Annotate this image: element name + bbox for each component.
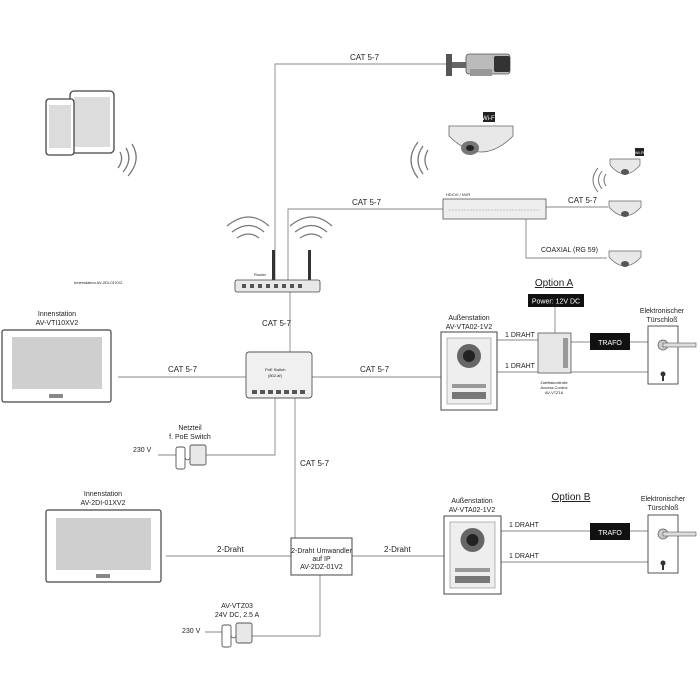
monitor-bottom-device [45,509,162,583]
cable-label: CAT 5-7 [262,319,292,328]
wifi-signal-icon [410,141,429,179]
psu-converter-title: AV-VTZ03 [221,603,253,610]
dome-camera-small-icon: Wi-Fi [609,148,644,175]
lock-a-subtitle: Türschloß [646,317,677,324]
lock-b-title: Elektronischer [641,496,686,503]
monitor-bottom-model: AV-2DI-01XV2 [80,500,125,507]
wifi-badge-label: Wi-Fi [635,150,644,155]
line-converter-psu [242,575,321,637]
converter-model: AV-2DZ-01V2 [300,564,343,571]
cable-label: CAT 5-7 [168,365,198,374]
poe-switch-standard: (802.af) [268,373,282,378]
psu-poe-subtitle: f. PoE Switch [169,434,211,441]
door-station-bottom-device [443,515,502,595]
voltage-label-bottom: 230 V [182,628,201,635]
dome-camera-small-icon [608,200,642,217]
monitor-top-model: AV-VTI10XV2 [36,320,79,327]
cable-label: 2-Draht [384,545,411,554]
power-dc-label: Power: 12V DC [532,299,580,306]
cable-label: CAT 5-7 [352,198,382,207]
tablet-icon [45,90,115,156]
converter-subtitle: auf IP [312,556,331,563]
line-router-nvr [287,208,443,280]
cable-label: CAT 5-7 [568,196,598,205]
power-supply-icon [175,444,207,470]
converter-device [290,537,353,576]
poe-switch-label: PoE Switch [265,367,285,372]
monitor-top-device [1,329,112,403]
door-lock-icon [647,325,697,385]
wifi-signal-icon [226,216,333,239]
poe-switch-device [245,351,313,399]
option-b-heading: Option B [552,492,591,503]
access-control-title: Zutrittskontrolle [540,380,568,385]
trafo-b-label: TRAFO [598,530,622,537]
cable-label: 1 DRAHT [509,553,540,560]
converter-title: 2-Draht Umwandler [291,548,352,555]
cable-label: 1 DRAHT [505,332,536,339]
option-a-heading: Option A [535,278,574,289]
line-router-camera [274,63,446,280]
nvr-device [442,198,547,220]
wifi-signal-icon [592,167,607,193]
monitor-bottom-title: Innenstation [84,491,122,498]
door-station-top-device [440,331,498,411]
dome-camera-small-icon [608,250,642,267]
cable-label: 2-Draht [217,545,244,554]
trafo-b-box [590,523,630,540]
access-control-subtitle: Access Control [541,385,568,390]
lock-b-subtitle: Türschloß [647,505,678,512]
nvr-label: HDCVI / NVR [446,192,470,197]
lock-a-title: Elektronischer [640,308,685,315]
door-bottom-model: AV-VTA02-1V2 [449,507,496,514]
door-top-title: Außenstation [448,315,489,322]
wifi-signal-icon [117,143,137,177]
router-device [234,250,321,293]
access-control-device [537,332,572,374]
cable-label: CAT 5-7 [300,459,330,468]
line-switch-psu [206,398,276,456]
router-label: Router [254,272,267,277]
cable-label: COAXIAL (RG 59) [541,247,598,254]
access-control-model: AV-VTZ16 [545,390,564,395]
wifi-badge-label: Wi-Fi [482,116,496,122]
line-coaxial [525,219,607,259]
voltage-label-top: 230 V [133,447,152,454]
router-note: Innenstation AV-2DI-01XV2 [74,280,123,285]
door-top-model: AV-VTA02-1V2 [446,324,493,331]
power-supply-icon [221,622,253,648]
cable-label: 1 DRAHT [505,363,536,370]
cable-label: CAT 5-7 [350,53,380,62]
door-lock-icon [647,514,697,574]
trafo-a-box [590,333,630,350]
trafo-a-label: TRAFO [598,340,622,347]
dome-camera-icon: Wi-Fi [448,112,514,155]
door-bottom-title: Außenstation [451,498,492,505]
connection-lines [118,63,648,637]
cable-label: CAT 5-7 [360,365,390,374]
monitor-top-title: Innenstation [38,311,76,318]
power-dc-box [528,294,584,307]
bullet-camera-icon [446,53,511,76]
psu-poe-title: Netzteil [178,425,202,432]
psu-converter-rating: 24V DC, 2.5 A [215,612,260,619]
cable-label: 1 DRAHT [509,522,540,529]
